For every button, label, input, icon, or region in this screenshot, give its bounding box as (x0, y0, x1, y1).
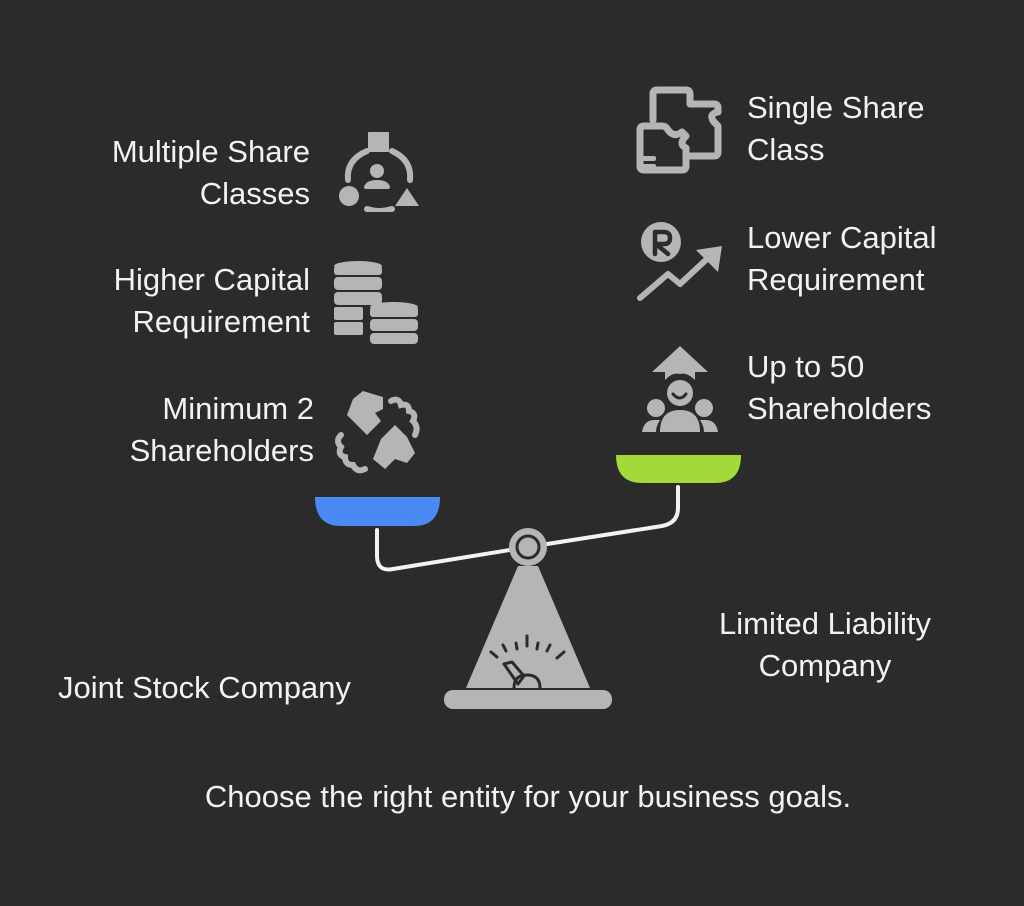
right-pan (616, 455, 741, 483)
scale-base (444, 690, 612, 709)
rupee-growth-icon (637, 222, 722, 301)
left-pan (315, 497, 440, 526)
label-single-share-class: Single Share Class (747, 90, 925, 167)
group-growth-icon (642, 346, 718, 432)
share-classes-icon (339, 132, 419, 212)
scale-stand (466, 566, 590, 688)
title-joint-stock-company: Joint Stock Company (58, 670, 351, 705)
label-minimum-shareholders: Minimum 2 Shareholders (129, 391, 314, 468)
label-lower-capital: Lower Capital Requirement (747, 220, 937, 297)
footer-caption: Choose the right entity for your busines… (204, 779, 852, 814)
handshake-plug-icon (335, 391, 420, 474)
label-multiple-share-classes: Multiple Share Classes (111, 134, 310, 211)
puzzle-document-icon (636, 86, 722, 174)
label-up-to-50-shareholders: Up to 50 Shareholders (747, 349, 932, 426)
pivot-icon (509, 528, 547, 566)
gauge-icon (489, 634, 566, 690)
title-limited-liability-company: Limited Liability Company (719, 606, 931, 683)
coin-stacks-icon (334, 261, 418, 344)
label-higher-capital: Higher Capital Requirement (113, 262, 310, 339)
